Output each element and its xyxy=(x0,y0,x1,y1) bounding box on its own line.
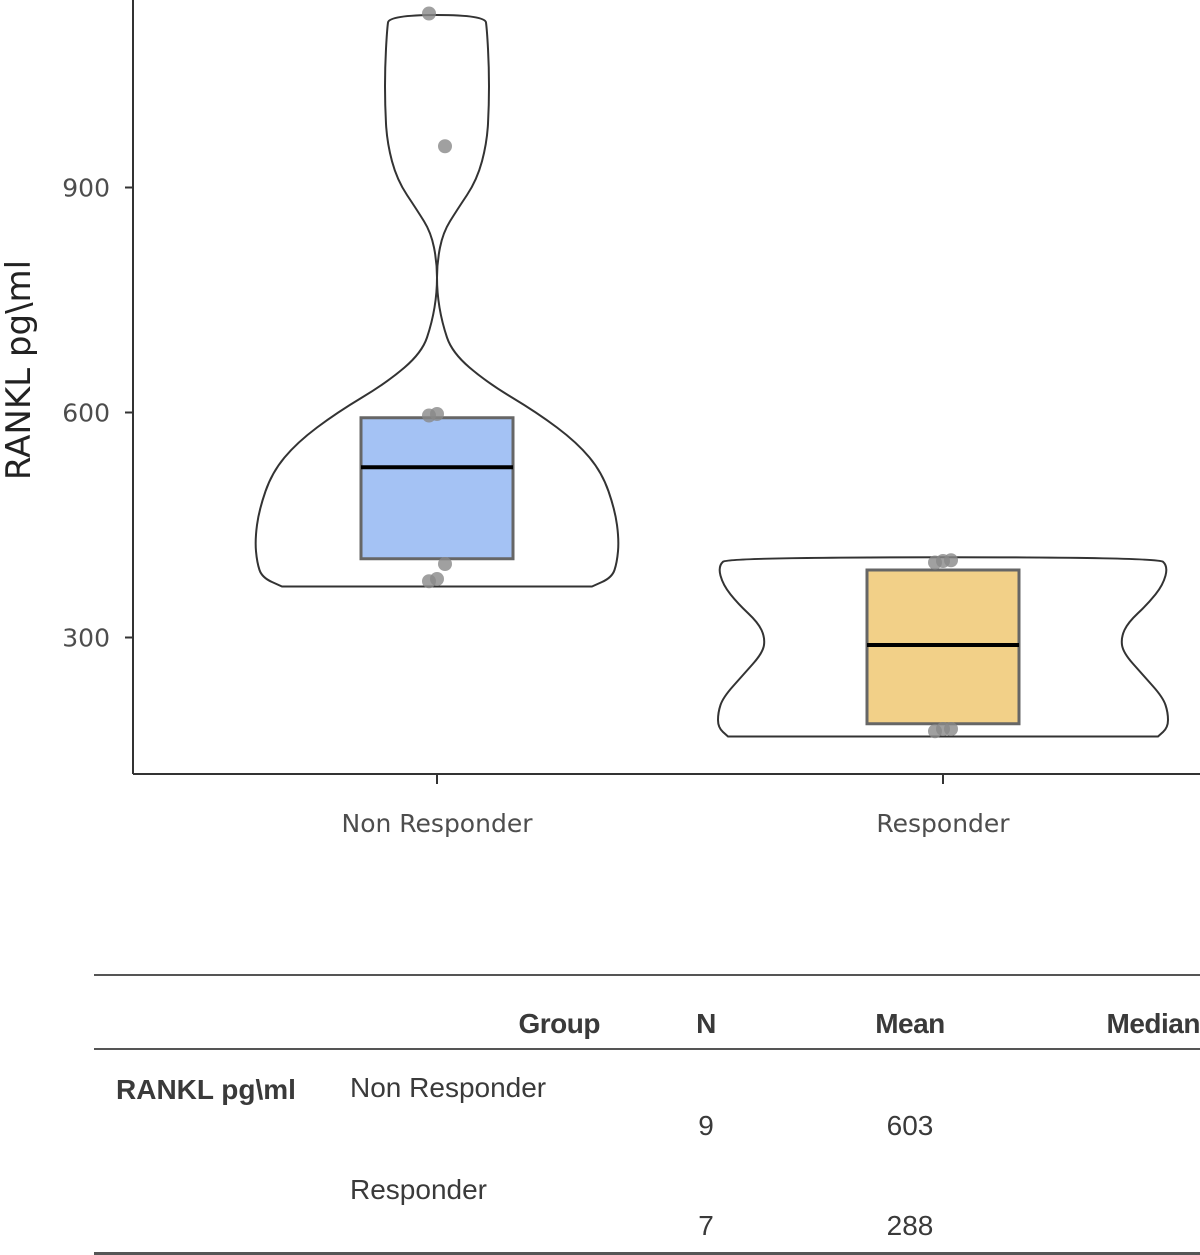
header-median: Median xyxy=(1106,1008,1200,1039)
table-row: RANKL pg\ml Non Responder 9 603 xyxy=(94,1049,1200,1152)
header-n: N xyxy=(696,1008,716,1039)
header-empty xyxy=(94,975,350,1049)
table-header-row: Group N Mean Median xyxy=(94,975,1200,1049)
box xyxy=(359,416,515,561)
violin-chart: 300 600 900 Non Responder Responder RANKL p… xyxy=(0,0,1200,838)
data-point xyxy=(438,139,452,154)
row-group: Non Responder xyxy=(350,1072,547,1103)
y-tick-label: 900 xyxy=(62,174,110,203)
descriptives-table: Group N Mean Median RANKL pg\ml Non Resp… xyxy=(94,974,1200,1255)
row-n: 7 xyxy=(698,1210,714,1241)
data-point xyxy=(944,553,958,568)
axes xyxy=(132,0,1200,775)
x-tick-label: Responder xyxy=(876,809,1010,838)
x-ticks: Non Responder Responder xyxy=(342,774,1010,838)
row-extra xyxy=(1008,1152,1200,1254)
data-point xyxy=(438,557,452,571)
row-group: Responder xyxy=(350,1174,487,1205)
row-extra xyxy=(1008,1049,1200,1152)
header-mean: Mean xyxy=(875,1008,945,1039)
y-ticks: 300 600 900 xyxy=(62,174,133,653)
violin-outline xyxy=(254,13,620,588)
header-group: Group xyxy=(518,1008,601,1039)
row-mean: 288 xyxy=(886,1210,934,1241)
data-point xyxy=(430,407,444,421)
group-non-responder xyxy=(254,6,620,589)
data-point xyxy=(430,572,444,586)
table-row: Responder 7 288 xyxy=(94,1152,1200,1254)
x-tick-label: Non Responder xyxy=(342,809,534,838)
plot-area xyxy=(254,6,1170,739)
row-n: 9 xyxy=(698,1110,714,1141)
row-mean: 603 xyxy=(886,1110,934,1141)
data-point xyxy=(422,6,436,21)
group-responder xyxy=(716,553,1170,739)
y-axis-title: RANKL pg\ml xyxy=(0,260,39,480)
variable-label: RANKL pg\ml xyxy=(116,1074,296,1105)
y-tick-label: 300 xyxy=(62,624,110,653)
data-point xyxy=(944,722,958,736)
violin-outline xyxy=(716,556,1170,738)
y-tick-label: 600 xyxy=(62,399,110,428)
variable-label-empty xyxy=(94,1152,350,1254)
